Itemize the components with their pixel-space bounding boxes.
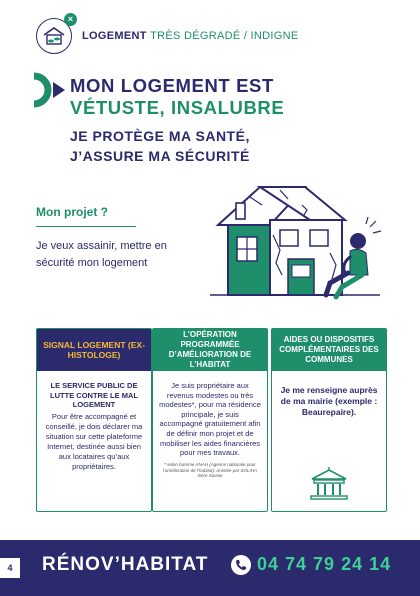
hero-title-line-2: VÉTUSTE, INSALUBRE [70,97,285,118]
card-aides-communes: AIDES OU DISPOSITIFS COMPLÉMENTAIRES DES… [271,328,387,512]
damaged-house-illustration [210,175,390,320]
card-body: LE SERVICE PUBLIC DE LUTTE CONTRE LE MAL… [37,371,151,476]
card-signal-logement: SIGNAL LOGEMENT (EX-HISTOLOGE) LE SERVIC… [36,328,152,512]
card-title: SIGNAL LOGEMENT (EX-HISTOLOGE) [37,329,151,371]
page-header: × LOGEMENT TRÈS DÉGRADÉ / INDIGNE [36,13,299,54]
card-body: Je me renseigne auprès de ma mairie (exe… [272,371,386,422]
hero-tagline-1: JE PROTÈGE MA SANTÉ, [70,128,250,144]
card-text: Je suis propriétaire aux revenus modeste… [159,381,261,458]
house-coins-icon: × [36,13,77,54]
projet-divider [36,226,136,227]
card-footnote: * selon barème ANAH (Agence nationale po… [162,461,258,479]
page-footer: 4 RÉNOV’HABITAT 04 74 79 24 14 [0,540,420,596]
card-subtitle: LE SERVICE PUBLIC DE LUTTE CONTRE LE MAL… [50,381,138,409]
hero-title-line-1: MON LOGEMENT EST [70,75,274,96]
card-title: L’OPÉRATION PROGRAMMÉE D’AMÉLIORATION DE… [153,329,267,371]
phone-number[interactable]: 04 74 79 24 14 [257,554,392,574]
header-title-main: LOGEMENT [82,30,147,42]
card-title: AIDES OU DISPOSITIFS COMPLÉMENTAIRES DES… [272,329,386,371]
card-opah: L’OPÉRATION PROGRAMMÉE D’AMÉLIORATION DE… [152,328,268,512]
phone-contact: 04 74 79 24 14 [231,554,391,575]
arrow-icon [28,70,68,115]
projet-label: Mon projet ? [36,205,108,219]
close-badge-icon: × [64,13,77,26]
projet-text: Je veux assainir, mettre en sécurité mon… [36,240,167,269]
card-body: Je suis propriétaire aux revenus modeste… [153,371,267,483]
header-title: LOGEMENT TRÈS DÉGRADÉ / INDIGNE [82,30,299,42]
hero-tagline-2: J’ASSURE MA SÉCURITÉ [70,148,250,164]
brand-logo: RÉNOV’HABITAT [42,554,209,575]
phone-icon [231,554,251,575]
town-hall-icon [308,467,350,506]
header-title-sub: TRÈS DÉGRADÉ / INDIGNE [150,30,299,42]
card-text: Pour être accompagné et conseillé, je do… [45,411,143,471]
page-number: 4 [0,558,20,578]
card-text: Je me renseigne auprès de ma mairie (exe… [280,385,378,417]
